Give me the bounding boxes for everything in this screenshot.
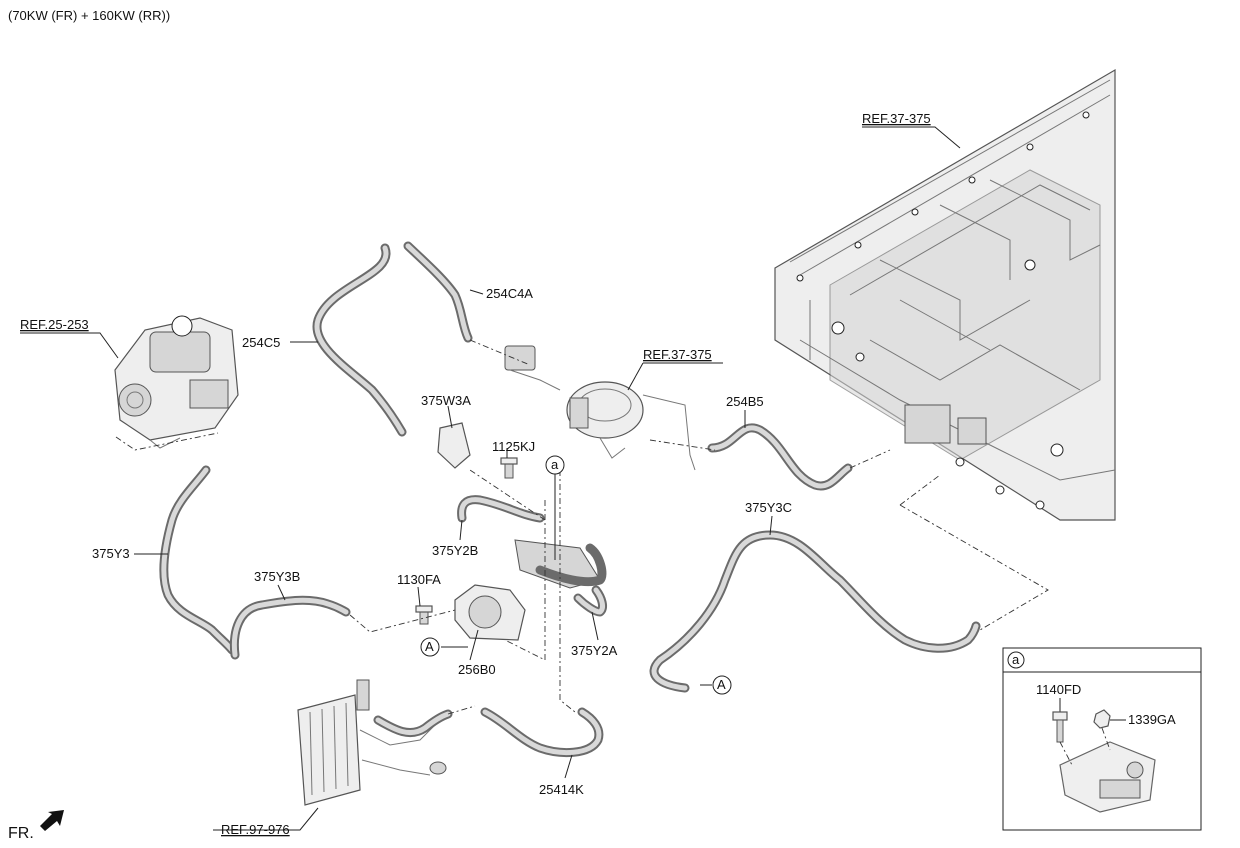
hose-375Y2A [535,543,608,617]
marker-A-right: A [712,675,732,695]
inset-label-1339GA: 1339GA [1128,712,1176,727]
hose-254C4A [403,241,473,343]
inset-nut [1093,709,1111,729]
label-254C5: 254C5 [242,335,280,350]
bolt-1130FA [415,605,433,625]
radiator-assembly [297,679,447,806]
label-375Y3: 375Y3 [92,546,130,561]
fr-label: FR. [8,825,34,842]
inset-valve-bracket [1059,727,1156,813]
leader-lines [20,126,961,831]
label-ref-25-253: REF.25-253 [20,317,89,332]
front-direction-indicator: FR. [8,810,64,842]
hose-375Y2B [457,495,545,523]
label-1125KJ: 1125KJ [492,439,535,454]
center-heat-pump-module [504,345,696,471]
inset-label-1140FD: 1140FD [1036,682,1081,697]
inset-marker-text: a [1012,652,1020,667]
hose-254B5 [707,423,853,491]
connection-lines [115,339,1049,715]
hose-375Y3B [229,595,351,660]
hose-375Y3C [649,530,981,693]
label-375Y3B: 375Y3B [254,569,300,584]
front-motor-assembly [114,315,239,449]
label-ref-37-375-mid: REF.37-375 [643,347,712,362]
label-25414K: 25414K [539,782,584,797]
diagram-title: (70KW (FR) + 160KW (RR)) [8,8,170,23]
hose-375Y3 [159,465,237,655]
label-1130FA: 1130FA [397,572,441,587]
label-375Y3C: 375Y3C [745,500,792,515]
label-254C4A: 254C4A [486,286,533,301]
bolt-1125KJ [500,457,518,479]
label-375Y2A: 375Y2A [571,643,618,658]
marker-A-left-text: A [425,639,434,654]
battery-pack [774,68,1116,521]
marker-a-text: a [551,457,559,472]
hose-25414K [373,707,604,757]
marker-A-left: A [420,637,440,657]
valve-block [437,422,601,641]
label-254B5: 254B5 [726,394,764,409]
marker-A-right-text: A [717,677,726,692]
inset-detail-a: a 1140FD 1339GA [1002,647,1202,831]
label-ref-97-976: REF.97-976 [221,822,290,837]
label-ref-37-375-top: REF.37-375 [862,111,931,126]
fr-arrow-icon [40,810,64,831]
label-375W3A: 375W3A [421,393,471,408]
label-375Y2B: 375Y2B [432,543,478,558]
hose-254C5 [312,243,407,437]
marker-a-callout: a [545,455,565,475]
label-256B0: 256B0 [458,662,496,677]
